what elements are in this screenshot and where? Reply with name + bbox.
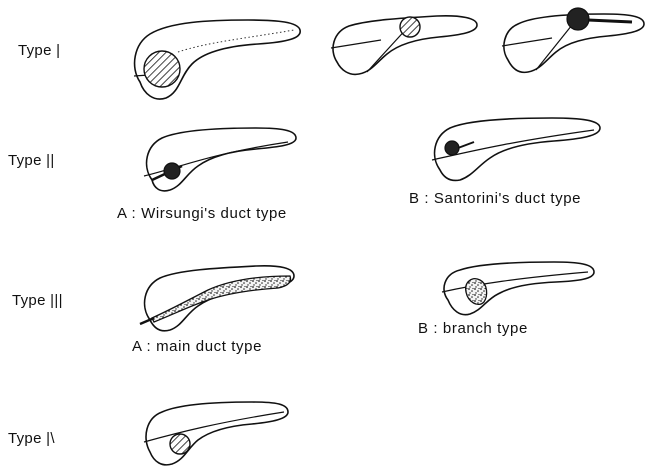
row-label-type-3: Type ||| — [12, 292, 63, 309]
caption-type-3b: B : branch type — [418, 320, 528, 337]
row-label-type-1: Type | — [18, 42, 60, 59]
pancreas-type-4 — [140, 396, 290, 470]
pancreas-type-2a — [138, 118, 298, 196]
caption-type-2a: A : Wirsungi's duct type — [117, 205, 287, 222]
row-label-type-2: Type || — [8, 152, 55, 169]
caption-type-3a: A : main duct type — [132, 338, 262, 355]
pancreas-type-1-tail — [500, 6, 645, 78]
caption-type-2b: B : Santorini's duct type — [409, 190, 581, 207]
pancreas-type-2b — [428, 112, 603, 186]
pancreas-type-3a — [138, 256, 298, 338]
pancreas-type-1-head — [128, 12, 303, 104]
row-label-type-4: Type |\ — [8, 430, 55, 447]
pancreas-type-3b — [438, 258, 596, 322]
pancreas-type-1-body — [327, 10, 479, 80]
